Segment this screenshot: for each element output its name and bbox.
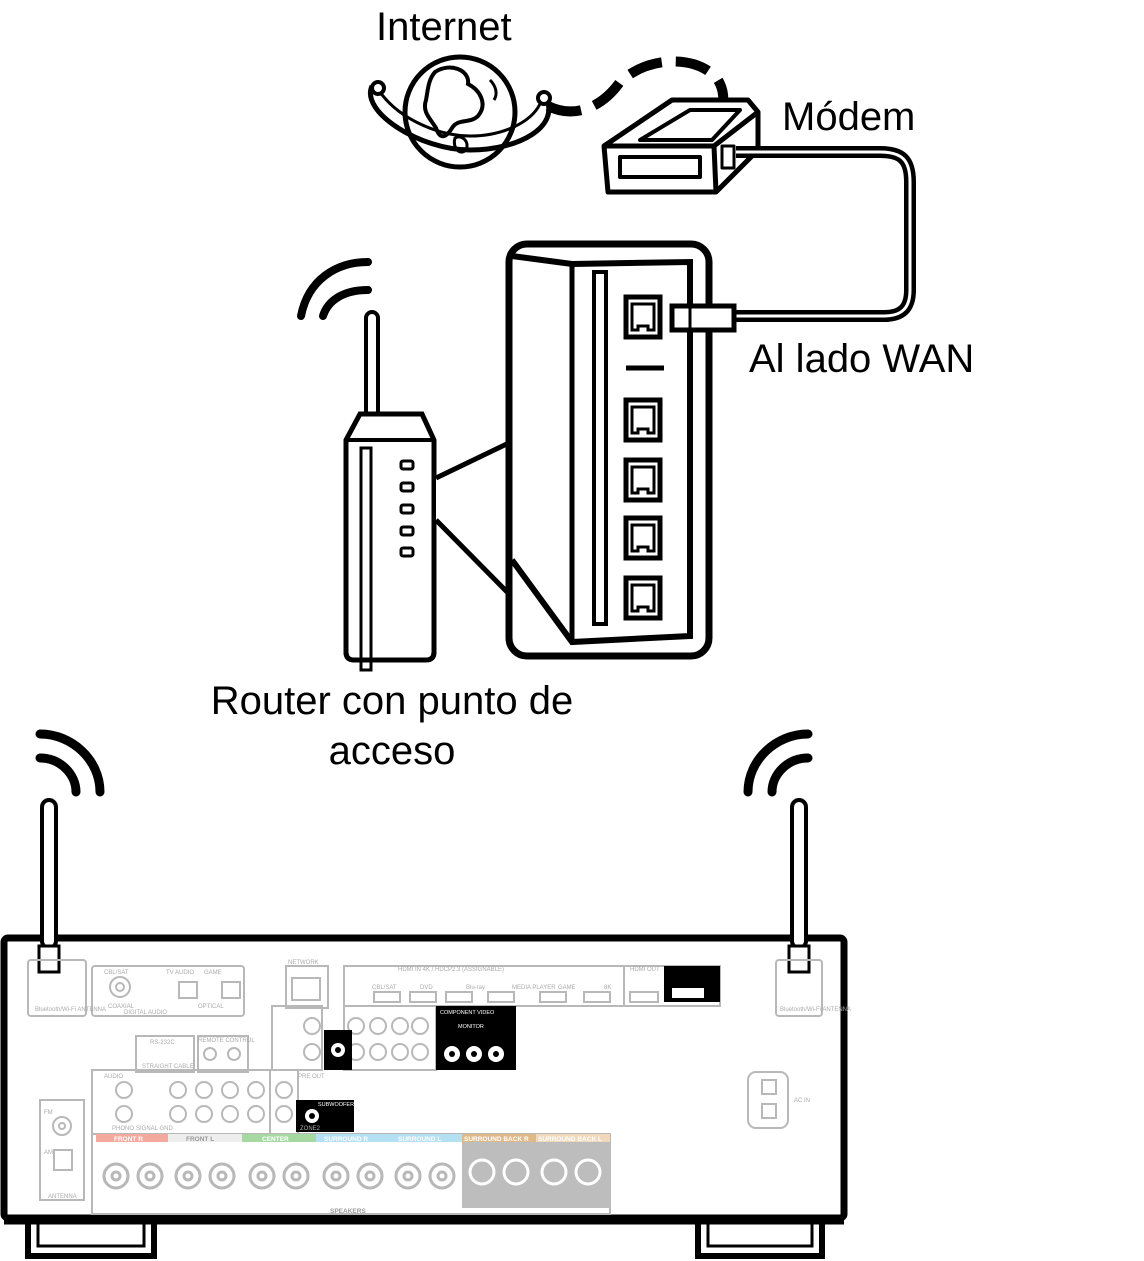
hdmi-input-label: Blu-ray: [466, 985, 485, 991]
optical-label: OPTICAL: [198, 1004, 224, 1010]
antenna-terminal-label: ANTENNA: [48, 1194, 77, 1200]
hdmi-input-label: DVD: [420, 985, 433, 991]
hdmi-in-header: HDMI IN 4K / HDCP2.3 (ASSIGNABLE): [398, 967, 504, 973]
hdmi-input-label: GAME: [558, 985, 576, 991]
modem-icon: [601, 97, 761, 195]
digital-audio-label: DIGITAL AUDIO: [124, 1010, 167, 1016]
audio-label: AUDIO: [104, 1074, 123, 1080]
hdmi-out-label: HDMI OUT: [630, 967, 660, 973]
digital-input-game: GAME: [204, 970, 222, 976]
am-label: AM: [44, 1150, 53, 1156]
wan-cable: [736, 146, 916, 322]
lan-port: [623, 457, 663, 503]
speaker-group-surround-l: SURROUND L: [398, 1136, 441, 1143]
network-port-label: NETWORK: [288, 960, 319, 966]
speaker-group-center: CENTER: [262, 1136, 289, 1143]
speaker-group-surround-back-l: SURROUND BACK L: [538, 1136, 602, 1143]
speaker-group-front-r: FRONT R: [114, 1136, 143, 1143]
digital-input-tv-audio: TV AUDIO: [166, 970, 194, 976]
straight-cable-label: STRAIGHT CABLE: [142, 1064, 194, 1070]
component-video-label: COMPONENT VIDEO: [440, 1010, 495, 1016]
subwoofer-label: SUBWOOFER: [318, 1102, 354, 1108]
wan-side-label: Al lado WAN: [749, 337, 975, 381]
monitor-label: MONITOR: [458, 1024, 484, 1030]
phono-label: PHONO: [112, 1126, 134, 1132]
ac-in-label: AC IN: [794, 1098, 810, 1104]
digital-input-cbl-sat: CBL/SAT: [104, 970, 129, 976]
hdmi-input-label: MEDIA PLAYER: [512, 985, 556, 991]
internet-label: Internet: [376, 5, 512, 49]
lan-port: [623, 515, 663, 561]
pre-out-label: PRE OUT: [298, 1074, 325, 1080]
receiver-left-wifi-icon: [35, 729, 105, 797]
signal-gnd-label: SIGNAL GND: [136, 1126, 173, 1132]
lan-port: [623, 397, 663, 443]
remote-control-label: REMOTE CONTROL: [198, 1038, 255, 1044]
router-wifi-icon: [297, 258, 372, 320]
lan-port: [623, 575, 663, 621]
internet-globe-icon: [367, 54, 552, 170]
receiver-antenna-left: [37, 798, 61, 974]
receiver-right-wifi-icon: [743, 729, 813, 797]
router-label: Router con punto de acceso: [210, 679, 574, 773]
speaker-group-surround-r: SURROUND R: [324, 1136, 368, 1143]
receiver-antenna-right: [787, 798, 811, 974]
fm-label: FM: [44, 1110, 53, 1116]
bt-antenna-label-right: Bluetooth/Wi-Fi ANTENNA: [780, 1007, 851, 1013]
bt-antenna-label-left: Bluetooth/Wi-Fi ANTENNA: [35, 1007, 106, 1013]
av-receiver-rear-panel: Bluetooth/Wi-Fi ANTENNA Bluetooth/Wi-Fi …: [0, 798, 851, 1259]
zoom-callout: [434, 437, 517, 602]
zone2-label: ZONE2: [300, 1126, 321, 1132]
wan-port: [623, 294, 663, 340]
speaker-group-front-l: FRONT L: [186, 1136, 214, 1143]
rs232c-label: RS-232C: [150, 1040, 175, 1046]
ethernet-plug: [669, 303, 737, 333]
router-rear-zoom: [505, 240, 737, 660]
internet-connection-line: [545, 56, 729, 117]
modem-label: Módem: [782, 95, 916, 139]
speakers-label: SPEAKERS: [330, 1208, 366, 1215]
coaxial-label: COAXIAL: [108, 1004, 135, 1010]
hdmi-input-label: CBL/SAT: [372, 985, 397, 991]
speaker-group-surround-back-r: SURROUND BACK R: [464, 1136, 529, 1143]
hdmi-input-label: 8K: [604, 985, 611, 991]
